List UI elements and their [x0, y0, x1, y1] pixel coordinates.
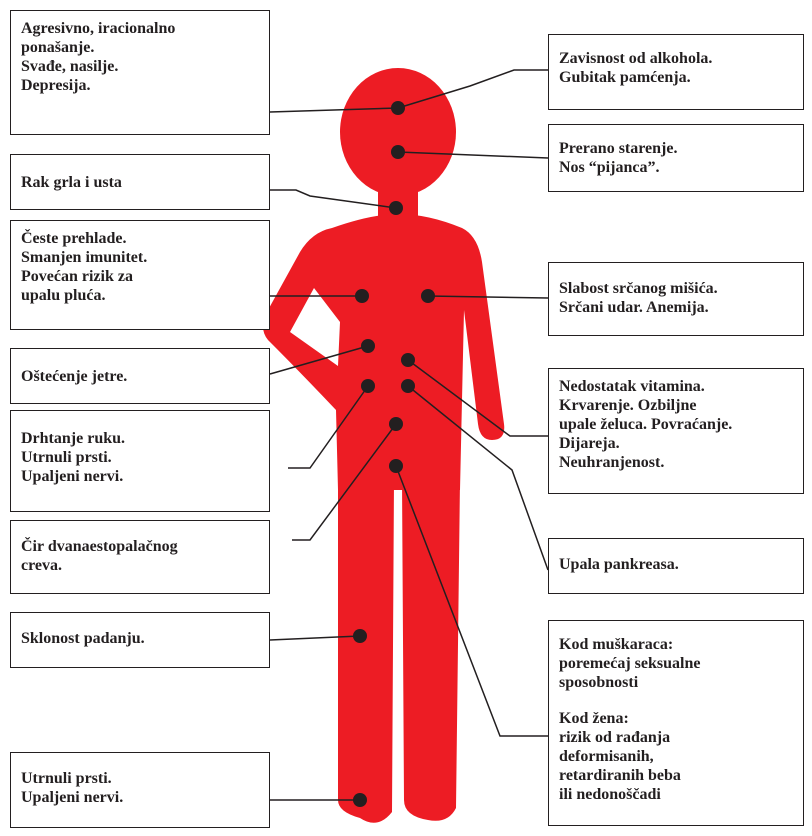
label-line: Upaljeni nervi.	[21, 467, 259, 486]
organ-marker-dot	[421, 289, 435, 303]
label-line: poremećaj seksualne	[559, 654, 793, 673]
label-line: Povećan rizik za	[21, 267, 259, 286]
figure-left-leg	[338, 480, 394, 823]
label-line: Oštećenje jetre.	[21, 367, 259, 386]
label-line: Utrnuli prsti.	[21, 769, 259, 788]
label-line: Kod muškaraca:	[559, 635, 793, 654]
box-pancreatitis: Upala pankreasa.	[548, 538, 804, 594]
box-feet-nerves: Utrnuli prsti. Upaljeni nervi.	[10, 752, 270, 828]
label-line: Nos “pijanca”.	[559, 158, 793, 177]
organ-marker-dot	[391, 101, 405, 115]
label-line: Agresivno, iracionalno	[21, 19, 259, 38]
organ-marker-dot	[353, 793, 367, 807]
box-reproductive-effects: Kod muškaraca: poremećaj seksualne sposo…	[548, 620, 804, 826]
label-line: Krvarenje. Ozbiljne	[559, 396, 793, 415]
label-line: upale želuca. Povraćanje.	[559, 415, 793, 434]
label-line: Česte prehlade.	[21, 229, 259, 248]
label-line: Svađe, nasilje.	[21, 57, 259, 76]
box-liver-damage: Oštećenje jetre.	[10, 348, 270, 404]
label-line: Neuhranjenost.	[559, 453, 793, 472]
figure-right-leg	[402, 480, 460, 821]
label-line: creva.	[21, 556, 259, 575]
label-line: Čir dvanaestopalačnog	[21, 537, 259, 556]
label-line: Rak grla i usta	[21, 173, 259, 192]
label-line: rizik od rađanja	[559, 728, 793, 747]
label-line: Prerano starenje.	[559, 139, 793, 158]
label-line: Utrnuli prsti.	[21, 448, 259, 467]
label-line: Depresija.	[21, 76, 259, 95]
label-line: ponašanje.	[21, 38, 259, 57]
box-throat-cancer: Rak grla i usta	[10, 154, 270, 210]
box-falling: Sklonost padanju.	[10, 612, 270, 668]
label-line: Kod žena:	[559, 709, 793, 728]
organ-marker-dot	[389, 201, 403, 215]
label-line: Nedostatak vitamina.	[559, 377, 793, 396]
label-line: Dijareja.	[559, 434, 793, 453]
figure-head	[340, 68, 456, 196]
organ-marker-dot	[389, 459, 403, 473]
label-line: Upaljeni nervi.	[21, 788, 259, 807]
label-line: deformisanih,	[559, 747, 793, 766]
label-line: Slabost srčanog mišića.	[559, 279, 793, 298]
connector-line	[270, 190, 396, 208]
box-premature-aging: Prerano starenje. Nos “pijanca”.	[548, 124, 804, 192]
label-line: Upala pankreasa.	[559, 555, 793, 574]
paragraph-gap	[559, 692, 793, 709]
organ-marker-dot	[355, 289, 369, 303]
organ-marker-dot	[401, 379, 415, 393]
box-lung-effects: Česte prehlade. Smanjen imunitet. Poveća…	[10, 220, 270, 330]
label-line: Gubitak pamćenja.	[559, 68, 793, 87]
box-stomach-effects: Nedostatak vitamina. Krvarenje. Ozbiljne…	[548, 368, 804, 494]
organ-marker-dot	[353, 629, 367, 643]
box-head-effects: Agresivno, iracionalno ponašanje. Svađe,…	[10, 10, 270, 135]
box-duodenal-ulcer: Čir dvanaestopalačnog creva.	[10, 520, 270, 594]
human-figure	[263, 68, 504, 823]
label-line: sposobnosti	[559, 673, 793, 692]
figure-torso	[263, 214, 504, 490]
label-line: ili nedonoščadi	[559, 785, 793, 804]
label-line: Sklonost padanju.	[21, 629, 259, 648]
label-line: Drhtanje ruku.	[21, 429, 259, 448]
box-alcohol-dependence: Zavisnost od alkohola. Gubitak pamćenja.	[548, 34, 804, 110]
organ-marker-dot	[391, 145, 405, 159]
label-line: upalu pluća.	[21, 286, 259, 305]
organ-marker-dot	[361, 379, 375, 393]
label-line: retardiranih beba	[559, 766, 793, 785]
organ-marker-dot	[401, 353, 415, 367]
box-hand-nerves: Drhtanje ruku. Utrnuli prsti. Upaljeni n…	[10, 410, 270, 512]
organ-marker-dot	[361, 339, 375, 353]
label-line: Smanjen imunitet.	[21, 248, 259, 267]
box-heart-effects: Slabost srčanog mišića. Srčani udar. Ane…	[548, 262, 804, 336]
organ-marker-dot	[389, 417, 403, 431]
label-line: Zavisnost od alkohola.	[559, 49, 793, 68]
label-line: Srčani udar. Anemija.	[559, 298, 793, 317]
